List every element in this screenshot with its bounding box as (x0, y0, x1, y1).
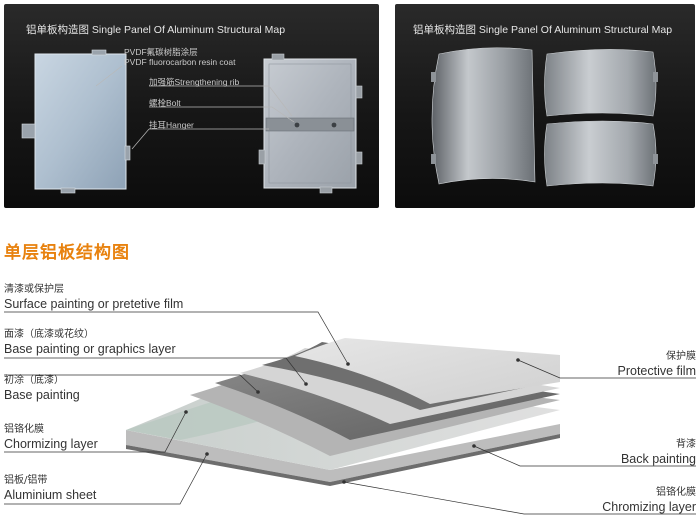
hanger-tab (91, 49, 107, 56)
leader-base-graphics (4, 357, 307, 385)
panel-right-drawing (431, 47, 658, 187)
curved-panel-lower (544, 120, 657, 187)
callout-rib: 加强筋Strengthening rib (149, 77, 240, 87)
hanger-tab (258, 149, 266, 165)
callout-coating-en: PVDF fluorocarbon resin coat (124, 57, 236, 67)
section-heading: 单层铝板结构图 (4, 243, 130, 263)
callout-bolt: 螺栓Bolt (149, 98, 181, 108)
strengthening-rib (265, 117, 355, 132)
hanger-tab (21, 123, 36, 139)
hanger-tab (124, 145, 131, 161)
leader-chromizing-right (343, 481, 696, 515)
leader-surface (4, 311, 349, 365)
protective-film (295, 338, 560, 404)
hanger-leader-2 (131, 128, 150, 150)
hanger-tab (355, 85, 363, 99)
callout-hanger: 挂耳Hanger (149, 120, 194, 130)
panel-left-title: 铝单板构造图 Single Panel Of Aluminum Structur… (26, 24, 286, 36)
label-base-graphics: 面漆（底漆或花纹）Base painting or graphics layer (4, 329, 176, 356)
hanger-tab (355, 151, 363, 165)
leader-protective-film (517, 359, 696, 379)
bolt (294, 122, 300, 128)
coating-leader (95, 65, 123, 87)
hanger-tab (271, 53, 285, 61)
panel-left-drawing (21, 49, 363, 194)
leader-chromizing (4, 411, 187, 453)
front-panel (34, 53, 127, 190)
curved-panel (431, 47, 536, 185)
rib-leader (149, 85, 293, 117)
curved-panel-upper (544, 49, 657, 117)
structural-map-panel-right: 铝单板构造图 Single Panel Of Aluminum Structur… (395, 4, 695, 208)
leader-back-painting (473, 445, 696, 467)
bolt-leader (149, 106, 295, 123)
structural-map-panel-left: 铝单板构造图 Single Panel Of Aluminum Structur… (4, 4, 379, 208)
sheet-edge (126, 424, 560, 482)
hanger-tab (319, 186, 333, 194)
leader-base-painting (4, 374, 259, 393)
bolt (331, 122, 337, 128)
leader-aluminium (4, 453, 208, 505)
label-base-painting: 初涂（底漆）Base painting (4, 375, 80, 402)
hanger-tab (60, 187, 76, 194)
callout-coating-cn: PVDF氟碳树脂涂层 (124, 47, 198, 57)
panel-right-title: 铝单板构造图 Single Panel Of Aluminum Structur… (413, 24, 673, 36)
